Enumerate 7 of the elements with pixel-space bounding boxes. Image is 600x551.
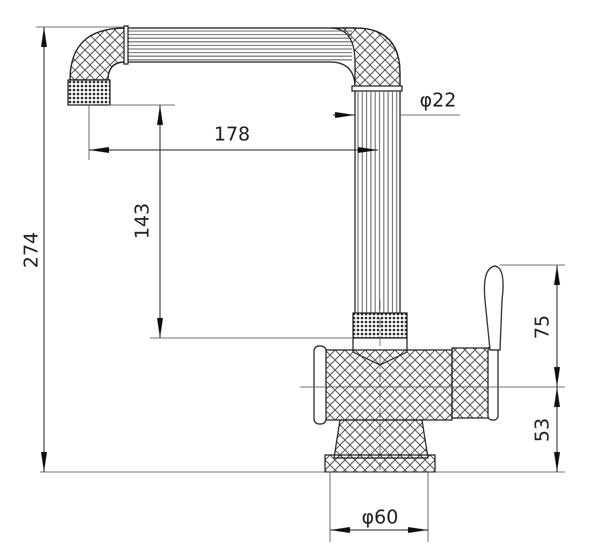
dimension-label: 178 <box>214 126 250 144</box>
dimension-label: φ60 <box>362 508 398 528</box>
dimension-label: 53 <box>534 418 552 442</box>
dimension-label: 143 <box>134 202 152 240</box>
dimension-label: 75 <box>534 314 552 340</box>
dimension-label: φ22 <box>420 92 456 110</box>
dimension-label: 274 <box>22 232 42 268</box>
